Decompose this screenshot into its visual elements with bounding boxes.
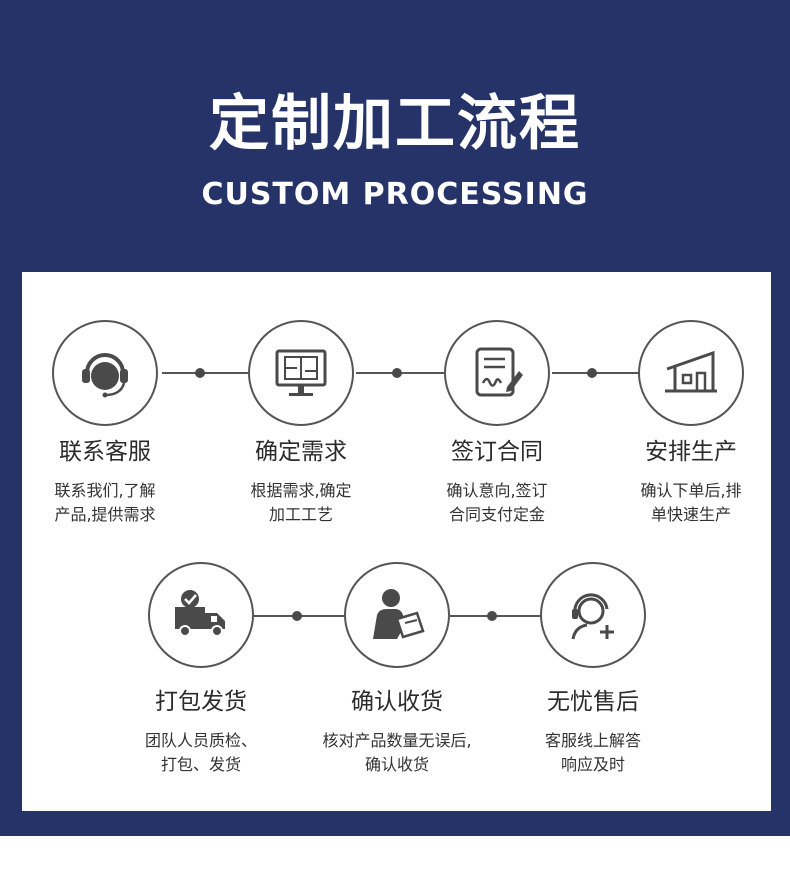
step-description-line: 客服线上解答 bbox=[544, 731, 641, 750]
step-description-line: 核对产品数量无误后, bbox=[322, 731, 472, 750]
process-panel: 联系客服 联系我们,了解 产品,提供需求 确定需求 根据需求,确定 加工工艺 签… bbox=[22, 272, 771, 811]
connector-2-3 bbox=[356, 372, 448, 374]
connector-dot bbox=[587, 368, 597, 378]
headset-icon bbox=[82, 353, 128, 398]
connector-3-4 bbox=[552, 372, 644, 374]
step-circle-production bbox=[638, 320, 744, 426]
step-description-line: 响应及时 bbox=[560, 755, 625, 774]
step-circle-contract bbox=[444, 320, 550, 426]
step-description-line: 根据需求,确定 bbox=[250, 481, 352, 500]
step-description: 团队人员质检、 打包、发货 bbox=[111, 729, 291, 777]
step-description: 确认下单后,排 单快速生产 bbox=[601, 479, 781, 527]
delivery-truck-icon bbox=[175, 590, 225, 637]
contract-sign-icon bbox=[475, 347, 523, 397]
step-description-line: 确认收货 bbox=[364, 755, 429, 774]
step-description: 联系我们,了解 产品,提供需求 bbox=[15, 479, 195, 527]
step-description: 根据需求,确定 加工工艺 bbox=[211, 479, 391, 527]
step-circle-after-sales bbox=[540, 562, 646, 668]
step-description: 核对产品数量无误后, 确认收货 bbox=[307, 729, 487, 777]
step-title: 无忧售后 bbox=[547, 689, 639, 715]
step-circle-receipt bbox=[344, 562, 450, 668]
step-description-line: 单快速生产 bbox=[650, 505, 731, 524]
page-subtitle: CUSTOM PROCESSING bbox=[201, 177, 589, 212]
step-description-line: 合同支付定金 bbox=[448, 505, 545, 524]
connector-dot bbox=[487, 611, 497, 621]
step-description-line: 打包、发货 bbox=[160, 755, 241, 774]
floor-plan-monitor-icon bbox=[275, 349, 327, 396]
step-title: 安排生产 bbox=[645, 439, 737, 465]
step-title: 确定需求 bbox=[255, 439, 347, 465]
connector-dot bbox=[392, 368, 402, 378]
step-title: 签订合同 bbox=[451, 439, 543, 465]
page-title: 定制加工流程 bbox=[209, 89, 581, 159]
step-description-line: 加工工艺 bbox=[268, 505, 333, 524]
step-title: 联系客服 bbox=[59, 439, 151, 465]
step-circle-contact bbox=[52, 320, 158, 426]
step-description: 确认意向,签订 合同支付定金 bbox=[407, 479, 587, 527]
step-description-line: 确认下单后,排 bbox=[640, 481, 742, 500]
connector-dot bbox=[292, 611, 302, 621]
step-title: 确认收货 bbox=[351, 689, 443, 715]
support-agent-icon bbox=[571, 593, 614, 640]
factory-house-icon bbox=[665, 350, 717, 393]
step-circle-requirements bbox=[248, 320, 354, 426]
step-description-line: 联系我们,了解 bbox=[54, 481, 156, 500]
step-circle-shipping bbox=[148, 562, 254, 668]
connector-1-2 bbox=[162, 372, 254, 374]
step-description-line: 确认意向,签订 bbox=[446, 481, 548, 500]
step-description-line: 产品,提供需求 bbox=[54, 505, 156, 524]
step-description: 客服线上解答 响应及时 bbox=[503, 729, 683, 777]
connector-dot bbox=[195, 368, 205, 378]
step-title: 打包发货 bbox=[155, 689, 247, 715]
person-checking-icon bbox=[373, 589, 425, 639]
step-description-line: 团队人员质检、 bbox=[144, 731, 257, 750]
